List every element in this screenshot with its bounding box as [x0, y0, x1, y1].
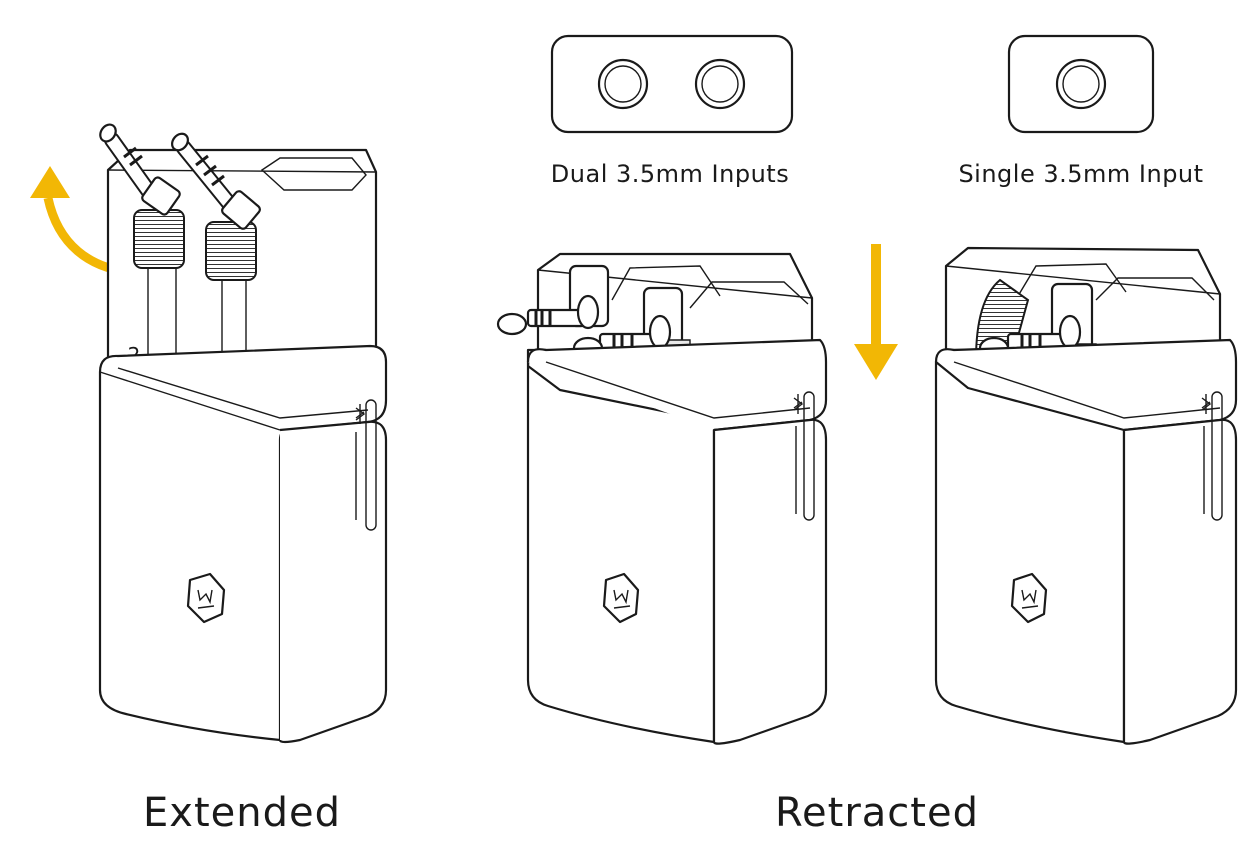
bluetooth-icon [1201, 394, 1212, 414]
dual-input-label: Dual 3.5mm Inputs [551, 160, 789, 188]
single-input-label: Single 3.5mm Input [958, 160, 1203, 188]
bluetooth-icon [793, 394, 804, 414]
retracted-dual-device [496, 252, 828, 745]
extended-label: Extended [143, 790, 341, 836]
extended-device: 2 1 [30, 123, 388, 744]
jack-socket-icon [597, 58, 649, 110]
brand-logo-icon [1010, 572, 1048, 624]
single-input-panel [1007, 34, 1155, 134]
jack-socket-icon [694, 58, 746, 110]
dual-input-panel [550, 34, 794, 134]
down-arrow-icon [854, 244, 898, 380]
retracted-label: Retracted [775, 790, 979, 836]
brand-logo-icon [186, 572, 226, 624]
jack-socket-icon [1055, 58, 1107, 110]
retracted-single-device [934, 246, 1238, 745]
brand-logo-icon [602, 572, 640, 624]
bluetooth-icon [355, 404, 366, 424]
